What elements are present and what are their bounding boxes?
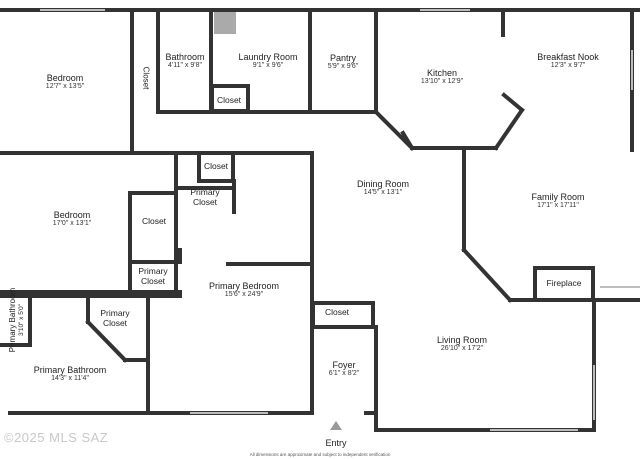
disclaimer: All dimensions are approximate and subje… — [249, 452, 391, 457]
closet-laundry-label: Closet — [216, 95, 242, 106]
wall — [311, 301, 375, 329]
wall — [210, 84, 250, 113]
laundry-hatch — [214, 12, 236, 34]
wall — [85, 319, 128, 363]
wall — [197, 151, 235, 183]
wall — [373, 109, 415, 151]
closet-foyer-label: Closet — [324, 307, 350, 318]
closet-bed1-label: Closet — [141, 66, 151, 90]
wall — [400, 130, 415, 151]
closet-hall-label: Closet — [203, 161, 229, 172]
entry-label: Entry — [325, 438, 347, 448]
wall — [461, 247, 513, 303]
fireplace-label: Fireplace — [546, 278, 582, 289]
primary-closet-mid-label: Primary Closet — [138, 266, 168, 286]
wall — [493, 107, 525, 151]
entry-arrow-icon — [330, 421, 342, 430]
primary-closet-top-label: Primary Closet — [190, 187, 220, 207]
watermark: ©2025 MLS SAZ — [4, 430, 109, 445]
closet-bed2-label: Closet — [141, 216, 167, 227]
wall — [501, 92, 525, 113]
fireplace-box — [533, 266, 595, 302]
primary-closet-bath-label: Primary Closet — [100, 308, 130, 328]
